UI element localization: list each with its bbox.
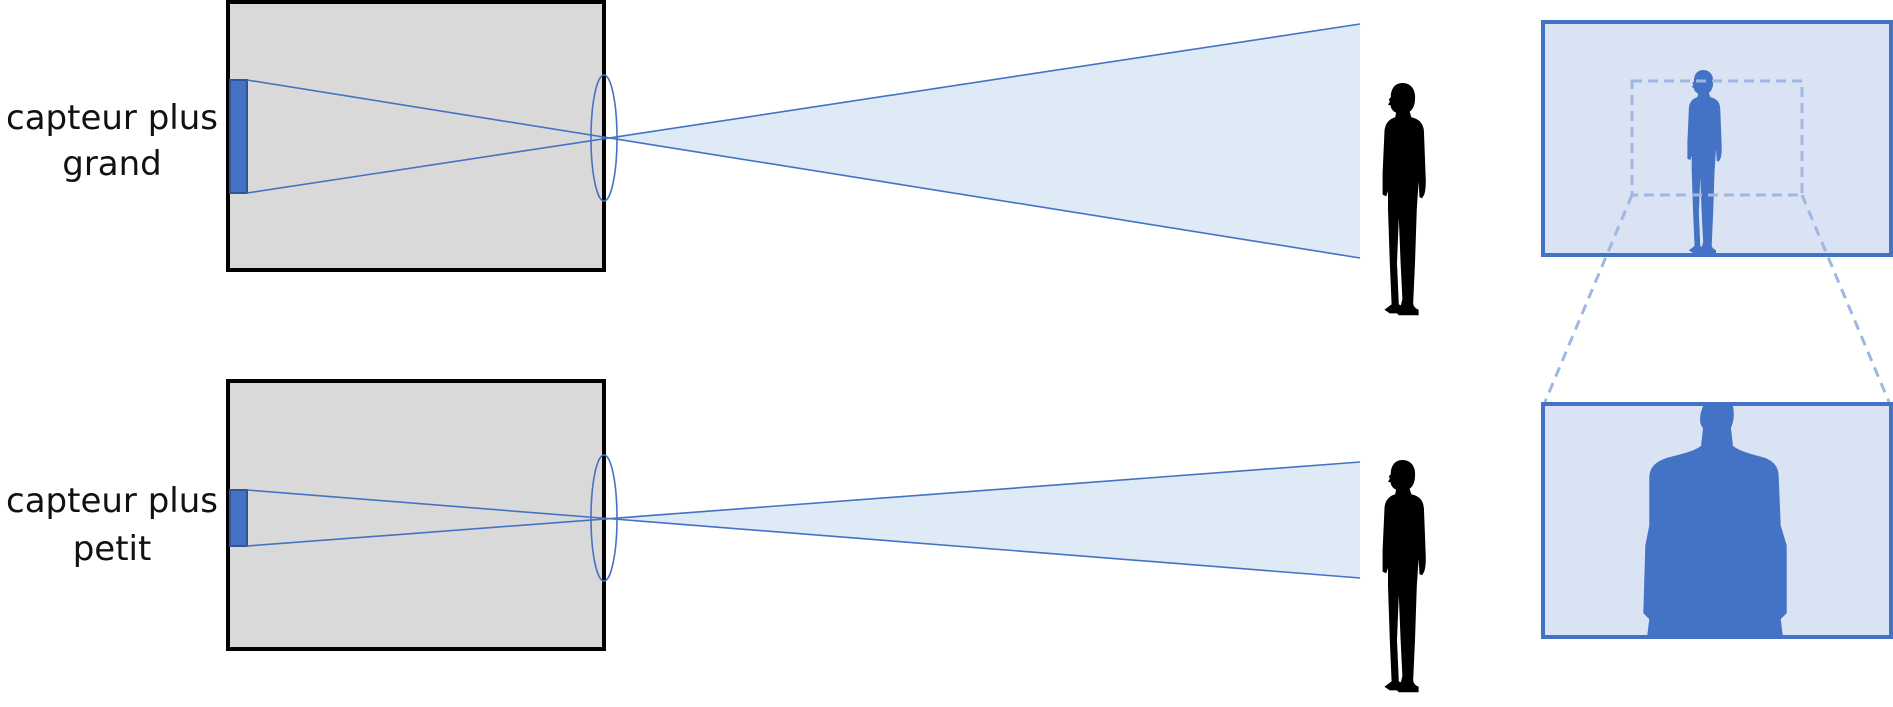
zoom-connector (1543, 194, 1634, 403)
row-small-sensor: capteur plus petit (6, 379, 1893, 693)
camera-body (226, 379, 606, 651)
row-large-sensor: capteur plus grand (6, 0, 1893, 316)
light-ray (246, 489, 1361, 579)
lens-icon (590, 454, 618, 582)
row-large-label-line1: capteur plus (6, 98, 218, 138)
camera-body (226, 0, 606, 272)
image-sensor (229, 79, 248, 194)
person-silhouette-icon (1382, 460, 1426, 693)
crop-region (1630, 79, 1804, 197)
lens-icon (590, 74, 618, 202)
zoom-connector (1800, 194, 1891, 403)
row-small-label-line1: capteur plus (6, 481, 218, 521)
row-large-label-line2: grand (62, 144, 162, 184)
person-silhouette-icon (1382, 83, 1426, 316)
light-ray (246, 79, 1361, 259)
image-sensor (229, 489, 248, 547)
field-of-view-cone (604, 24, 1360, 258)
row-small-label-line2: petit (73, 529, 152, 569)
image-preview-wide (1541, 20, 1893, 257)
image-preview-cropped (1541, 402, 1893, 639)
light-ray (246, 23, 1361, 194)
field-of-view-cone (604, 462, 1360, 578)
light-ray (246, 461, 1361, 547)
